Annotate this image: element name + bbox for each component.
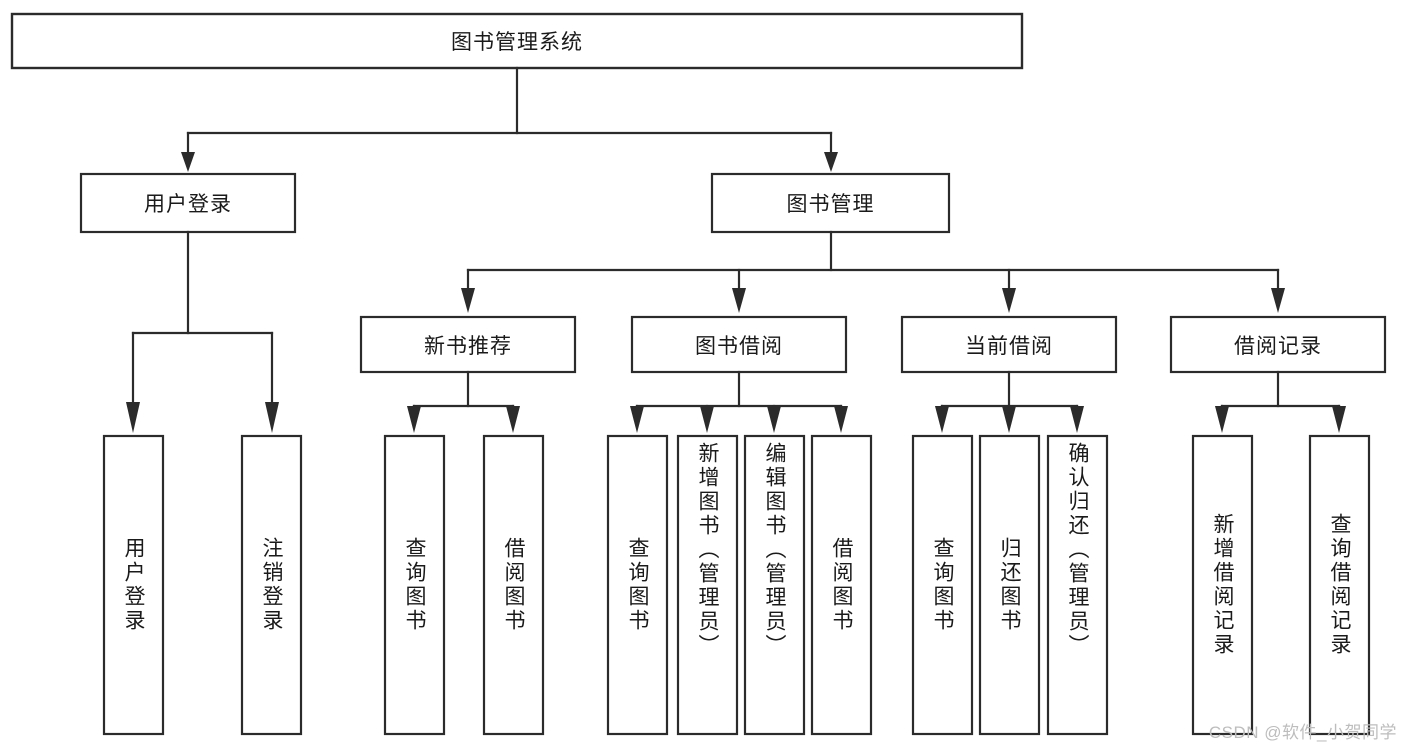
arrowhead-leaf-add-borrow-record xyxy=(1215,406,1229,433)
arrowhead-new-book-rec xyxy=(461,288,475,313)
node-leaf-add-borrow-record-box[interactable] xyxy=(1191,434,1254,736)
node-borrow-record-box[interactable] xyxy=(1169,315,1387,374)
node-leaf-confirm-return-admin-box[interactable] xyxy=(1046,434,1109,736)
arrowhead-leaf-logout-login xyxy=(265,402,279,433)
arrowhead-leaf-confirm-return-admin xyxy=(1070,406,1084,433)
node-leaf-query-borrow-record-box[interactable] xyxy=(1308,434,1371,736)
arrowhead-leaf-query-borrow-record xyxy=(1332,406,1346,433)
arrowhead-leaf-return-book xyxy=(1002,406,1016,433)
arrowhead-leaf-add-book-admin xyxy=(700,406,714,433)
arrowhead-leaf-query-book-2 xyxy=(630,406,644,433)
node-book-borrow-box[interactable] xyxy=(630,315,848,374)
node-leaf-logout-login-box[interactable] xyxy=(240,434,303,736)
arrowhead-current-borrow xyxy=(1002,288,1016,313)
node-book-mgmt-box[interactable] xyxy=(710,172,951,234)
node-user-login-box[interactable] xyxy=(79,172,297,234)
arrowhead-to-user-login xyxy=(181,152,195,172)
node-leaf-add-book-admin-box[interactable] xyxy=(676,434,739,736)
node-leaf-query-book-3-box[interactable] xyxy=(911,434,974,736)
arrowhead-leaf-borrow-book-1 xyxy=(506,406,520,433)
node-leaf-user-login-box[interactable] xyxy=(102,434,165,736)
arrowhead-leaf-edit-book-admin xyxy=(767,406,781,433)
arrowhead-borrow-record xyxy=(1271,288,1285,313)
arrowhead-leaf-borrow-book-2 xyxy=(834,406,848,433)
node-leaf-return-book-box[interactable] xyxy=(978,434,1041,736)
arrowhead-leaf-user-login xyxy=(126,402,140,433)
node-leaf-query-book-1-box[interactable] xyxy=(383,434,446,736)
node-leaf-borrow-book-1-box[interactable] xyxy=(482,434,545,736)
arrowhead-leaf-query-book-3 xyxy=(935,406,949,433)
node-leaf-borrow-book-2-box[interactable] xyxy=(810,434,873,736)
node-new-book-rec-box[interactable] xyxy=(359,315,577,374)
node-current-borrow-box[interactable] xyxy=(900,315,1118,374)
arrowhead-book-borrow xyxy=(732,288,746,313)
node-leaf-edit-book-admin-box[interactable] xyxy=(743,434,806,736)
node-leaf-query-book-2-box[interactable] xyxy=(606,434,669,736)
node-root-box[interactable] xyxy=(10,12,1024,70)
arrowhead-leaf-query-book-1 xyxy=(407,406,421,433)
arrowhead-to-book-mgmt xyxy=(824,152,838,172)
